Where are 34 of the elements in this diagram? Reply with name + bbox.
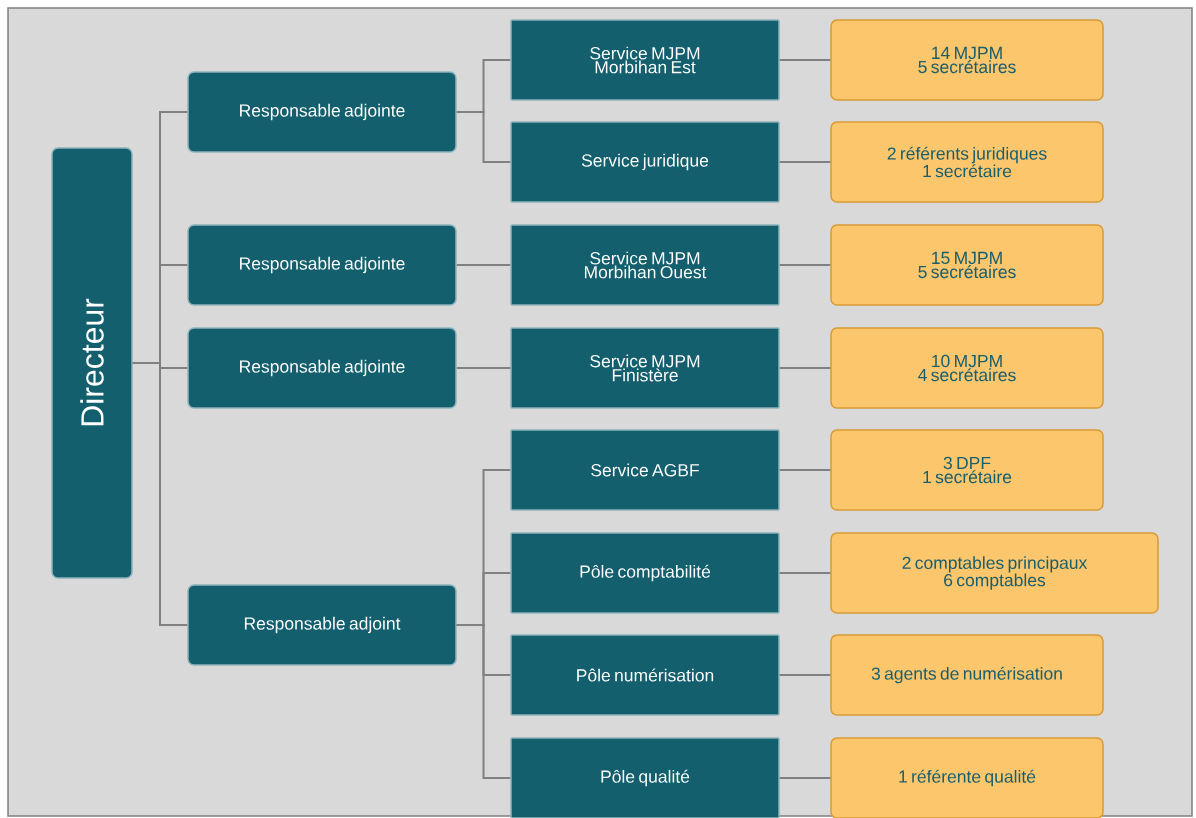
service-box: Service MJPM Morbihan Est — [510, 19, 780, 101]
connector-line — [778, 777, 832, 779]
connector-line — [778, 469, 832, 471]
staff-box: 14 MJPM 5 secrétaires — [830, 19, 1104, 101]
connector-line — [778, 674, 832, 676]
manager-box: Responsable adjointe — [187, 71, 457, 153]
staff-box: 2 comptables principaux 6 comptables — [830, 532, 1159, 614]
service-box: Service MJPM Morbihan Ouest — [510, 224, 780, 306]
connector-line — [455, 624, 512, 779]
staff-box: 15 MJPM 5 secrétaires — [830, 224, 1104, 306]
service-box: Pôle comptabilité — [510, 532, 780, 614]
connector-line — [778, 367, 832, 369]
connector-line — [131, 362, 189, 626]
service-box: Service AGBF — [510, 429, 780, 511]
service-box: Pôle qualité — [510, 737, 780, 818]
manager-box: Responsable adjoint — [187, 584, 457, 666]
service-box: Service MJPM Finistère — [510, 327, 780, 409]
manager-box: Responsable adjointe — [187, 327, 457, 409]
connector-line — [778, 264, 832, 266]
staff-box: 1 référente qualité — [830, 737, 1104, 818]
connector-line — [778, 59, 832, 61]
connector-line — [455, 111, 512, 163]
manager-box: Responsable adjointe — [187, 224, 457, 306]
connector-line — [778, 572, 832, 574]
staff-box: 3 agents de numérisation — [830, 634, 1104, 716]
staff-box: 2 référents juridiques 1 secrétaire — [830, 121, 1104, 203]
connector-line — [455, 264, 512, 266]
director-box: Directeur — [51, 147, 133, 579]
service-box: Pôle numérisation — [510, 634, 780, 716]
connector-line — [455, 367, 512, 369]
connector-line — [778, 161, 832, 163]
staff-box: 10 MJPM 4 secrétaires — [830, 327, 1104, 409]
service-box: Service juridique — [510, 121, 780, 203]
staff-box: 3 DPF 1 secrétaire — [830, 429, 1104, 511]
